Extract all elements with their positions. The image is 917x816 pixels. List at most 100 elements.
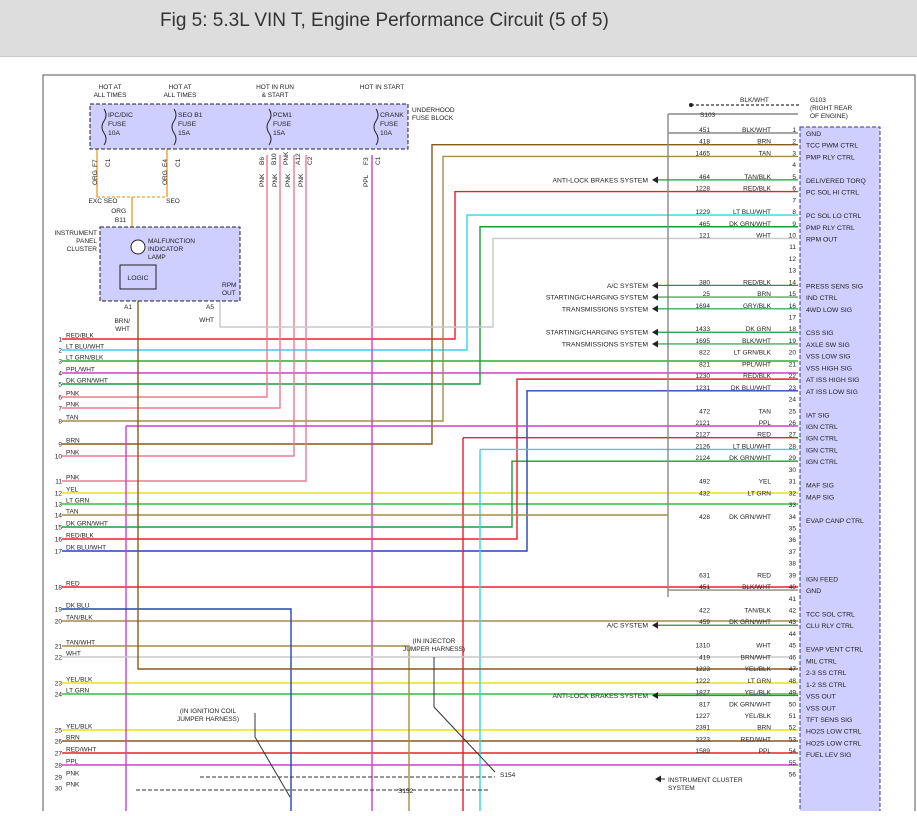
pcm-pin-function: GND [806, 131, 821, 138]
pcm-pin-number: 14 [789, 279, 797, 286]
left-wire-color: DK GRN/WHT [66, 378, 108, 385]
wire-circuit-number: 422 [699, 608, 710, 615]
wire-color-label: RED/WHT [741, 736, 771, 743]
pcm-pin-number: 24 [789, 397, 797, 404]
system-arrow [652, 281, 658, 289]
mil-label: LAMP [148, 254, 166, 261]
wire-color-label: LT BLU/WHT [733, 209, 771, 216]
system-arrow [652, 692, 658, 700]
pcm-pin-number: 50 [789, 701, 797, 708]
wire-circuit-number: 1589 [696, 748, 711, 755]
fuse-symbol [266, 108, 272, 146]
wire-color-label: TAN/BLK [744, 174, 771, 181]
cluster-label: INSTRUMENT [54, 230, 97, 237]
left-wire-number: 12 [55, 491, 63, 498]
wire-circuit-number: 631 [699, 572, 710, 579]
left-wire-number: 7 [58, 406, 62, 413]
logic-label: LOGIC [127, 275, 148, 282]
pcm-pin-function: HO2S LOW CTRL [806, 740, 862, 747]
note-coil-leader [254, 713, 291, 798]
left-wire-color: YEL/BLK [66, 724, 93, 731]
fuse-label: FUSE [178, 121, 197, 128]
pcm-pin-function: RPM OUT [806, 236, 837, 243]
circuit-exc-seo: EXC SEO [89, 198, 118, 205]
note-instrument-cluster: SYSTEM [668, 785, 695, 792]
wire-circuit-number: 1230 [696, 373, 711, 380]
left-wire-number: 13 [55, 502, 63, 509]
left-wire-number: 22 [55, 655, 63, 662]
wire-color-label: YEL [759, 479, 772, 486]
conn-e4: E4 [162, 159, 169, 167]
left-wire-number: 27 [55, 751, 63, 758]
wire-circuit-number: 1433 [696, 326, 711, 333]
pcm-pin-function: IGN CTRL [806, 436, 838, 443]
pcm1-wire: PNK [272, 173, 279, 187]
note-injector-leader [433, 657, 496, 773]
left-wire-color: YEL [66, 487, 79, 494]
pcm-pin-function: IGN CTRL [806, 447, 838, 454]
system-label: ANTI-LOCK BRAKES SYSTEM [552, 177, 648, 184]
left-wire-color: PNK [66, 771, 80, 778]
wire-ppl-label: PPL [363, 174, 370, 187]
pcm-pin-function: AT ISS HIGH SIG [806, 377, 859, 384]
pcm-pin-number: 48 [789, 678, 797, 685]
fuse-hot-label: HOT AT [99, 84, 122, 91]
pcm1-wire: PNK [285, 173, 292, 187]
wire-circuit-number: 492 [699, 479, 710, 486]
wire-color-label: DK GRN/WHT [729, 701, 771, 708]
fuse-label: FUSE [380, 121, 399, 128]
wire-pnk-7 [62, 155, 281, 409]
pcm-pin-function: CSS SIG [806, 330, 834, 337]
pcm1-pin: A12 [295, 153, 302, 165]
wire-circuit-number: 2124 [696, 455, 711, 462]
wire-color-label: TAN [758, 408, 771, 415]
wire-color-label: BLK/WHT [742, 584, 771, 591]
left-wire-number: 20 [55, 619, 63, 626]
wire-color-label: TAN [758, 150, 771, 157]
wire-circuit-number: 1222 [696, 678, 711, 685]
fuse-block-label: UNDERHOOD [412, 107, 455, 114]
ground-dot [689, 103, 693, 107]
pcm-pin-function: CLU RLY CTRL [806, 623, 854, 630]
wire-21 [62, 645, 410, 811]
left-wire-number: 2 [58, 348, 62, 355]
note-injector: JUMPER HARNESS) [403, 646, 465, 653]
left-wire-number: 28 [55, 763, 63, 770]
fuse-symbol [171, 108, 177, 146]
wire-circuit-number: 472 [699, 408, 710, 415]
wire-circuit-number: 2391 [696, 725, 711, 732]
fuse-name: PCM1 [273, 112, 292, 119]
pcm-pin-number: 9 [792, 221, 796, 228]
pcm-pin-function: PRESS SENS SIG [806, 283, 863, 290]
wire-circuit-number: 418 [699, 139, 710, 146]
pcm-pin-function: AXLE SW SIG [806, 342, 850, 349]
left-wire-number: 3 [58, 359, 62, 366]
wire-15 [62, 460, 798, 528]
wire-color-label: BRN [757, 139, 771, 146]
wire-mil-ctrl [137, 293, 798, 670]
fuse-name: IPC/DIC [108, 112, 133, 119]
left-wire-number: 1 [58, 337, 62, 344]
left-wire-color: RED/BLK [66, 533, 94, 540]
pcm-pin-number: 41 [789, 596, 797, 603]
wire-color-label: LT GRN [748, 678, 772, 685]
pcm1-wire: PNK [259, 173, 266, 187]
pcm-pin-number: 20 [789, 350, 797, 357]
fuse-amps: 15A [273, 130, 286, 137]
pcm-pin-number: 18 [789, 326, 797, 333]
ground-label: G103 [810, 97, 826, 104]
pcm-pin-number: 44 [789, 631, 797, 638]
figure-title: Fig 5: 5.3L VIN T, Engine Performance Ci… [160, 10, 609, 31]
left-wire-number: 5 [58, 382, 62, 389]
left-wire-number: 16 [55, 537, 63, 544]
pcm-pin-number: 53 [789, 736, 797, 743]
fuse-name: SEO B1 [178, 112, 203, 119]
wire-color-label: BLK/WHT [742, 338, 771, 345]
note-coil: JUMPER HARNESS) [177, 716, 239, 723]
pcm-pin-function: 4WD LOW SIG [806, 307, 852, 314]
pcm-pin-number: 52 [789, 725, 797, 732]
system-arrow [652, 621, 658, 629]
pcm-pin-function: EVAP CANP CTRL [806, 518, 864, 525]
cluster-pin-a1: A1 [124, 304, 132, 311]
